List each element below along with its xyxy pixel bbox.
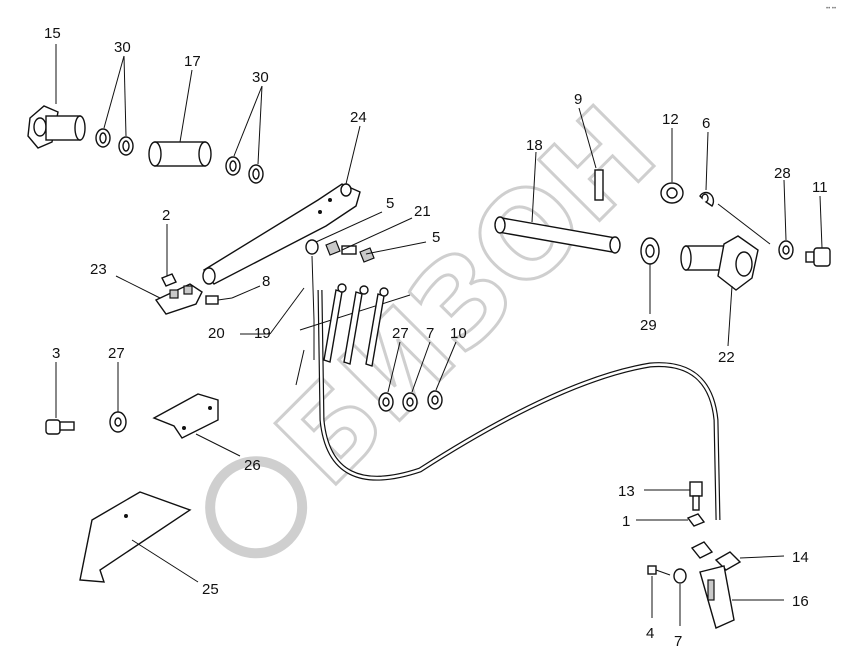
part-9-pin <box>594 169 604 201</box>
callout-28: 28 <box>774 165 791 182</box>
part-14-plate <box>690 541 742 571</box>
callout-5: 5 <box>432 229 440 246</box>
callout-9: 9 <box>574 91 582 108</box>
part-27-7-10-washers <box>378 390 443 412</box>
callout-17: 17 <box>184 53 201 70</box>
part-22-flange-bushing <box>680 235 759 291</box>
callout-30: 30 <box>252 69 269 86</box>
callout-16: 16 <box>792 593 809 610</box>
part-3-bolt <box>45 419 75 435</box>
callout-3: 3 <box>52 345 60 362</box>
part-29-washer <box>640 237 660 265</box>
callout-6: 6 <box>702 115 710 132</box>
part-2-nut <box>161 273 177 287</box>
part-26-bracket <box>152 393 219 439</box>
part-15-flange-bushing <box>27 105 86 149</box>
part-30-washers-left <box>95 128 134 156</box>
callout-10: 10 <box>450 325 467 342</box>
callout-15: 15 <box>44 25 61 42</box>
callout-18: 18 <box>526 137 543 154</box>
part-5-21-fittings <box>305 239 375 263</box>
part-23-cable-clamp <box>154 283 203 315</box>
part-30-washers-right <box>225 156 264 184</box>
callout-21: 21 <box>414 203 431 220</box>
callout-26: 26 <box>244 457 261 474</box>
svg-text:БИЗОН: БИЗОН <box>251 80 682 511</box>
callout-7: 7 <box>426 325 434 342</box>
callout-27: 27 <box>392 325 409 342</box>
corner-mark: •• •• <box>826 6 836 12</box>
callout-22: 22 <box>718 349 735 366</box>
part-11-bolt <box>805 247 831 267</box>
callout-24: 24 <box>350 109 367 126</box>
part-25-bracket <box>79 491 192 583</box>
part-1-nut <box>686 513 706 527</box>
part-24-lever-arm <box>202 183 361 285</box>
part-19-20-cable-assembly <box>295 255 721 521</box>
callout-25: 25 <box>202 581 219 598</box>
callout-2: 2 <box>162 207 170 224</box>
part-17-sleeve <box>148 141 212 167</box>
part-18-shaft <box>494 216 621 254</box>
part-16-anchor-bracket <box>699 565 735 629</box>
callout-11: 11 <box>812 179 828 196</box>
callout-5: 5 <box>386 195 394 212</box>
callout-20: 20 <box>208 325 225 342</box>
part-8-bolt <box>205 295 233 305</box>
callout-4: 4 <box>646 625 654 642</box>
leader-lines <box>55 44 823 626</box>
callout-12: 12 <box>662 111 679 128</box>
part-28-washer <box>778 240 794 260</box>
part-7-washer-lower <box>673 568 687 584</box>
part-12-bushing <box>660 182 684 204</box>
part-6-circlip <box>699 191 715 207</box>
callout-19: 19 <box>254 325 271 342</box>
part-4-bolt <box>647 565 671 576</box>
callout-1: 1 <box>622 513 630 530</box>
callout-13: 13 <box>618 483 635 500</box>
part-13-bolt <box>689 481 703 511</box>
callout-23: 23 <box>90 261 107 278</box>
part-27-washer-left <box>109 411 127 433</box>
callout-27: 27 <box>108 345 125 362</box>
callout-labels: 15 30 17 30 24 2 23 8 5 21 5 20 19 27 7 … <box>44 25 828 650</box>
callout-30: 30 <box>114 39 131 56</box>
callout-8: 8 <box>262 273 270 290</box>
callout-7: 7 <box>674 633 682 650</box>
callout-14: 14 <box>792 549 809 566</box>
callout-29: 29 <box>640 317 657 334</box>
